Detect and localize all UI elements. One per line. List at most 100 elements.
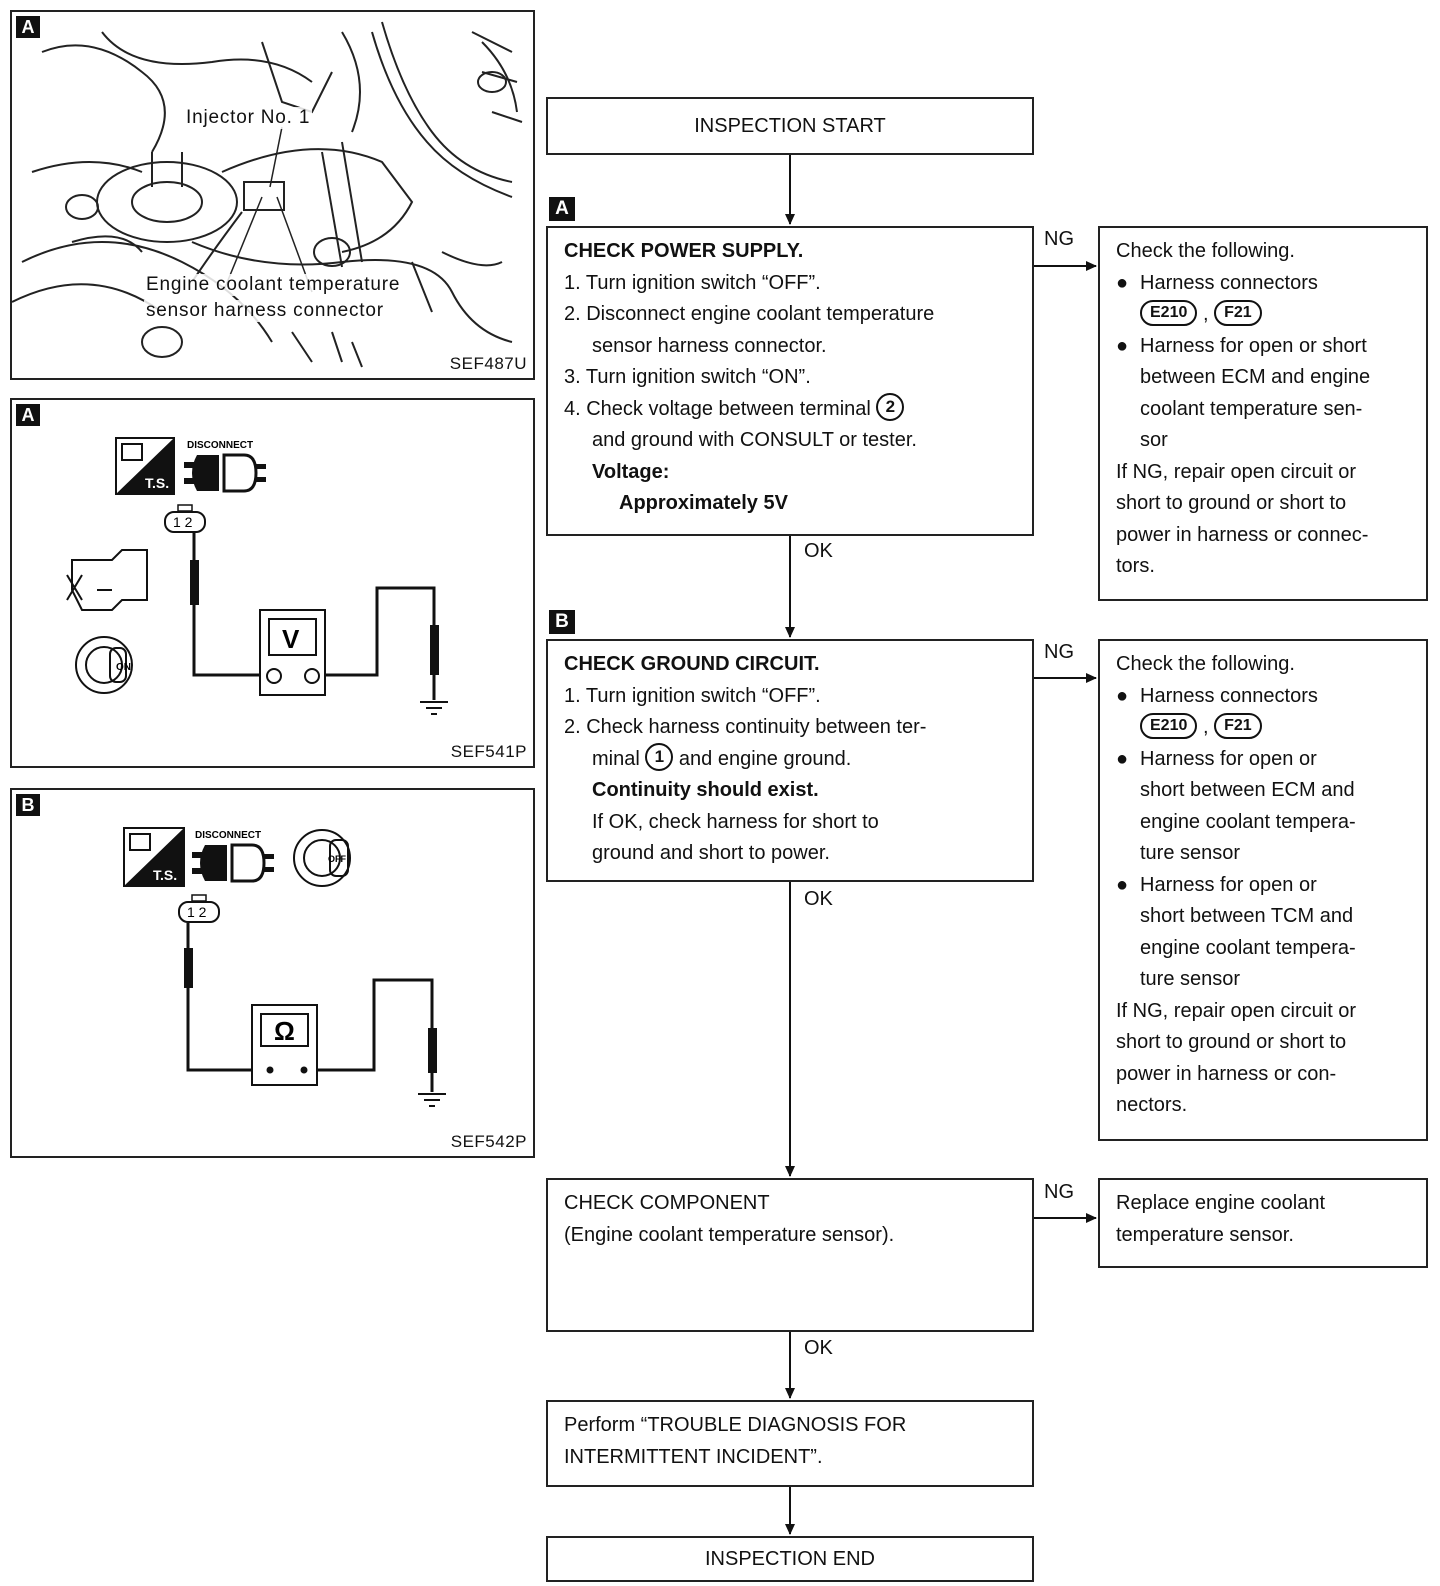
- check-power-supply-box: CHECK POWER SUPPLY. 1. Turn ignition swi…: [546, 226, 1034, 536]
- voltage-value: Approximately 5V: [619, 492, 788, 514]
- step-b-item2a: 2. Check harness continuity between ter-: [564, 716, 927, 738]
- figure-code: SEF541P: [450, 742, 527, 761]
- svg-text:Ω: Ω: [274, 1016, 295, 1046]
- svg-text:1 2: 1 2: [173, 514, 193, 530]
- perform-line2: INTERMITTENT INCIDENT”.: [564, 1445, 823, 1468]
- connector-f21-badge: F21: [1214, 712, 1262, 739]
- svg-text:1 2: 1 2: [187, 904, 207, 920]
- voltmeter-icon: [259, 609, 326, 696]
- ng-a-tail3: power in harness or connec-: [1116, 523, 1369, 546]
- svg-text:DISCONNECT: DISCONNECT: [195, 830, 261, 841]
- svg-text:T.S.: T.S.: [153, 867, 177, 883]
- ng-b-connectors: E210 , F21: [1116, 712, 1412, 744]
- engine-bay-figure: A Injector No. 1 Engine coolant temperat…: [10, 10, 535, 380]
- ng-b-b2d: ture sensor: [1140, 842, 1241, 864]
- step-a-item3: 3. Turn ignition switch “ON”.: [564, 366, 811, 388]
- perform-diagnosis-box: Perform “TROUBLE DIAGNOSIS FOR INTERMITT…: [546, 1400, 1034, 1487]
- connector-e210-badge: E210: [1140, 299, 1198, 326]
- step-a-item2b: sensor harness connector.: [592, 334, 827, 357]
- ok-label-c: OK: [804, 1337, 833, 1359]
- step-a-item4a: 4. Check voltage between terminal 2: [564, 393, 1018, 426]
- connector-f21-badge: F21: [1214, 299, 1262, 326]
- ts-icon: [123, 827, 185, 887]
- ng-b-b3b: short between TCM and: [1140, 905, 1354, 927]
- ng-a-connectors: E210 , F21: [1116, 299, 1412, 331]
- ng-a-tail4: tors.: [1116, 555, 1155, 577]
- ng-a-box: Check the following. ●Harness connectors…: [1098, 226, 1428, 601]
- terminal-2-marker: 2: [876, 393, 905, 422]
- ng-a-b2b: between ECM and engine: [1140, 366, 1371, 388]
- step-b-item1: 1. Turn ignition switch “OFF”.: [564, 684, 821, 707]
- voltage-label: Voltage:: [592, 460, 670, 483]
- ng-b-head: Check the following.: [1116, 653, 1295, 675]
- figure-tag-a-voltage: A: [16, 404, 40, 426]
- svg-text:T.S.: T.S.: [145, 475, 169, 491]
- inspection-end-box: INSPECTION END: [546, 1536, 1034, 1582]
- ng-b-tail4: nectors.: [1116, 1094, 1188, 1116]
- sensor-callout-line1: Engine coolant temperature: [144, 274, 403, 296]
- ohmmeter-icon: [251, 1004, 318, 1086]
- continuity-check-illustration: DISCONNECT T.S. 1 2 Ω OFF: [123, 827, 446, 1107]
- replace-line2: temperature sensor.: [1116, 1223, 1294, 1246]
- engine-bay-illustration: [12, 21, 523, 368]
- ignition-key-icon: [293, 829, 351, 887]
- ng-a-bullet1: ●Harness connectors: [1116, 271, 1318, 294]
- terminal-1-marker: 1: [645, 743, 674, 772]
- ng-label-c: NG: [1044, 1181, 1074, 1203]
- check-component-box: CHECK COMPONENT (Engine coolant temperat…: [546, 1178, 1034, 1332]
- svg-text:OFF: OFF: [328, 854, 346, 864]
- ng-b-tail2: short to ground or short to: [1116, 1031, 1347, 1053]
- ng-b-b2b: short between ECM and: [1140, 779, 1355, 801]
- figure-code: SEF542P: [450, 1132, 527, 1151]
- continuity-check-figure: DISCONNECT T.S. 1 2 Ω OFF B SEF542P: [10, 788, 535, 1158]
- engine-icon: [66, 549, 148, 611]
- replace-sensor-box: Replace engine coolant temperature senso…: [1098, 1178, 1428, 1268]
- ignition-key-icon: [75, 636, 133, 694]
- perform-line1: Perform “TROUBLE DIAGNOSIS FOR: [564, 1414, 907, 1436]
- voltage-check-illustration: DISCONNECT T.S. 1 2 V ON: [66, 437, 448, 715]
- ng-a-head: Check the following.: [1116, 240, 1295, 262]
- inspection-end-label: INSPECTION END: [704, 1548, 876, 1570]
- svg-text:ON: ON: [116, 662, 131, 673]
- step-b-note2: ground and short to power.: [592, 842, 830, 864]
- ng-a-b2c: coolant temperature sen-: [1140, 397, 1363, 420]
- step-a-item1: 1. Turn ignition switch “OFF”.: [564, 271, 821, 294]
- ok-label-b: OK: [804, 888, 833, 910]
- terminal-connector-icon: [178, 894, 220, 923]
- step-a-item4b: and ground with CONSULT or tester.: [592, 429, 917, 451]
- sensor-callout-line2: sensor harness connector: [144, 300, 386, 322]
- replace-line1: Replace engine coolant: [1116, 1192, 1326, 1214]
- inspection-start-box: INSPECTION START: [546, 97, 1034, 155]
- terminal-connector-icon: [164, 504, 206, 533]
- disconnect-icon: [192, 843, 274, 883]
- step-b-note1: If OK, check harness for short to: [592, 810, 879, 833]
- ng-b-box: Check the following. ●Harness connectors…: [1098, 639, 1428, 1141]
- svg-text:V: V: [282, 624, 300, 654]
- step-tag-a: A: [549, 197, 575, 221]
- check-ground-circuit-box: CHECK GROUND CIRCUIT. 1. Turn ignition s…: [546, 639, 1034, 882]
- ground-icon: [418, 1093, 446, 1107]
- step-a-title: CHECK POWER SUPPLY.: [564, 240, 804, 262]
- disconnect-icon: [184, 453, 266, 493]
- ng-b-tail3: power in harness or con-: [1116, 1062, 1337, 1085]
- ng-b-b3d: ture sensor: [1140, 968, 1241, 990]
- ng-b-b2c: engine coolant tempera-: [1140, 810, 1356, 833]
- ground-icon: [420, 701, 448, 715]
- ng-b-tail1: If NG, repair open circuit or: [1116, 999, 1357, 1022]
- ng-b-bullet3: ●Harness for open or: [1116, 873, 1317, 896]
- continuity-label: Continuity should exist.: [592, 779, 819, 801]
- ng-b-bullet2: ●Harness for open or: [1116, 747, 1317, 770]
- ng-b-b3c: engine coolant tempera-: [1140, 936, 1356, 959]
- ng-a-b2d: sor: [1140, 429, 1168, 451]
- inspection-start-label: INSPECTION START: [694, 115, 886, 137]
- step-b-title: CHECK GROUND CIRCUIT.: [564, 653, 820, 675]
- figure-tag-a: A: [16, 16, 40, 38]
- connector-e210-badge: E210: [1140, 712, 1198, 739]
- injector-callout: Injector No. 1: [184, 107, 313, 129]
- ng-a-bullet2: ●Harness for open or short: [1116, 334, 1367, 357]
- ok-label-a: OK: [804, 540, 833, 562]
- ng-a-tail1: If NG, repair open circuit or: [1116, 460, 1357, 483]
- ng-label-a: NG: [1044, 228, 1074, 250]
- figure-code: SEF487U: [449, 354, 527, 373]
